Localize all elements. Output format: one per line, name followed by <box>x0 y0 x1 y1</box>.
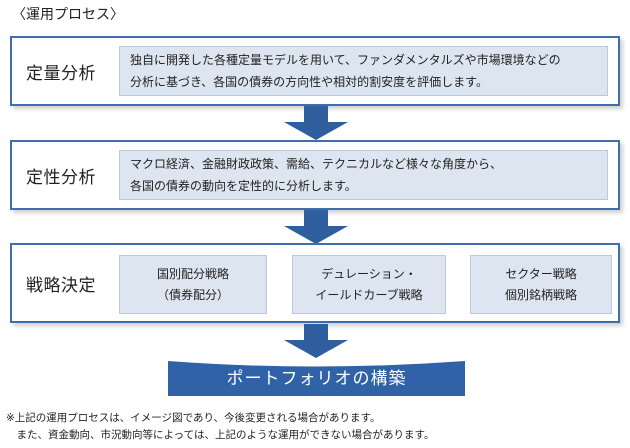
strategy-duration-yield-curve: デュレーション・ イールドカーブ戦略 <box>292 255 446 314</box>
strategy-line: イールドカーブ戦略 <box>315 287 423 302</box>
banner-shape <box>168 361 465 396</box>
down-arrow-icon <box>284 324 348 358</box>
strategy-sector-issue: セクター戦略 個別銘柄戦略 <box>470 255 612 314</box>
footnote-line: ※上記の運用プロセスは、イメージ図であり、今後変更される場合があります。 <box>6 412 381 424</box>
description-line: 独自に開発した各種定量モデルを用いて、ファンダメンタルズや市場環境などの <box>130 53 561 67</box>
stage-label: 戦略決定 <box>26 275 96 296</box>
stage-qualitative-analysis: 定性分析 マクロ経済、金融財政政策、需給、テクニカルなど様々な角度から、 各国の… <box>10 140 620 210</box>
strategy-line: 個別銘柄戦略 <box>504 287 577 302</box>
strategy-line: デュレーション・ <box>321 266 417 281</box>
stage-description: マクロ経済、金融財政政策、需給、テクニカルなど様々な角度から、 各国の債券の動向… <box>119 150 608 200</box>
strategy-line: （債券配分） <box>156 287 229 302</box>
stage-label: 定性分析 <box>26 167 96 188</box>
description-line: マクロ経済、金融財政政策、需給、テクニカルなど様々な角度から、 <box>130 157 503 171</box>
stage-label: 定量分析 <box>26 63 96 84</box>
footnote-line: また、資金動向、市況動向等によっては、上記のような運用ができない場合があります。 <box>6 429 435 441</box>
portfolio-construction-banner: ポートフォリオの構築 <box>168 358 465 396</box>
description-line: 分析に基づき、各国の債券の方向性や相対的割安度を評価します。 <box>130 75 488 89</box>
down-arrow-icon <box>284 106 348 140</box>
stage-description: 独自に開発した各種定量モデルを用いて、ファンダメンタルズや市場環境などの 分析に… <box>119 46 608 96</box>
result-label: ポートフォリオの構築 <box>226 369 407 389</box>
stage-quantitative-analysis: 定量分析 独自に開発した各種定量モデルを用いて、ファンダメンタルズや市場環境など… <box>10 36 620 106</box>
strategy-country-allocation: 国別配分戦略 （債券配分） <box>119 255 267 314</box>
down-arrow-icon <box>284 210 348 244</box>
page-title: 〈運用プロセス〉 <box>12 7 124 23</box>
stage-strategy-decision: 戦略決定 国別配分戦略 （債券配分） デュレーション・ イールドカーブ戦略 セク… <box>10 243 620 323</box>
strategy-line: セクター戦略 <box>505 266 577 281</box>
description-line: 各国の債券の動向を定性的に分析します。 <box>130 179 357 193</box>
strategy-line: 国別配分戦略 <box>156 266 229 281</box>
